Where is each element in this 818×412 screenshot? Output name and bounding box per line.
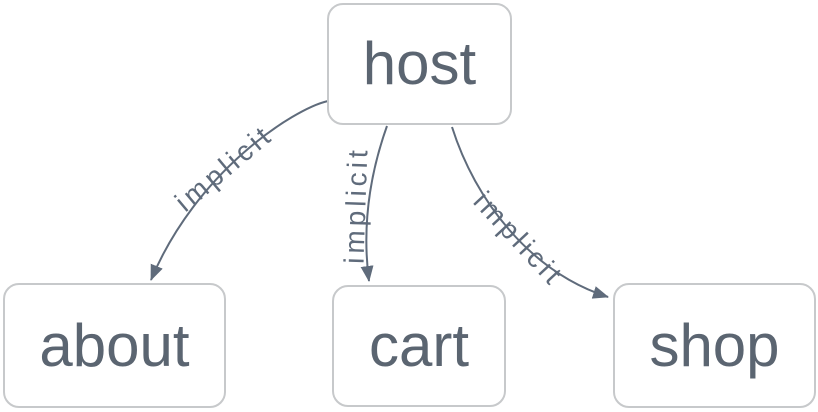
node-host-label: host: [362, 30, 477, 97]
node-shop-label: shop: [649, 311, 780, 379]
edge-host-about: [150, 100, 329, 281]
node-cart-label: cart: [368, 312, 470, 379]
node-host: host: [327, 3, 512, 125]
node-about: about: [3, 283, 226, 408]
node-shop: shop: [613, 283, 816, 408]
node-cart: cart: [332, 285, 506, 407]
edge-label-host-cart: implicit: [338, 146, 373, 265]
edge-host-cart: [360, 125, 388, 282]
edge-label-host-about: implicit: [169, 118, 279, 217]
edge-host-shop: [451, 126, 609, 299]
edge-label-host-shop: implicit: [468, 185, 571, 292]
node-about-label: about: [39, 311, 190, 379]
